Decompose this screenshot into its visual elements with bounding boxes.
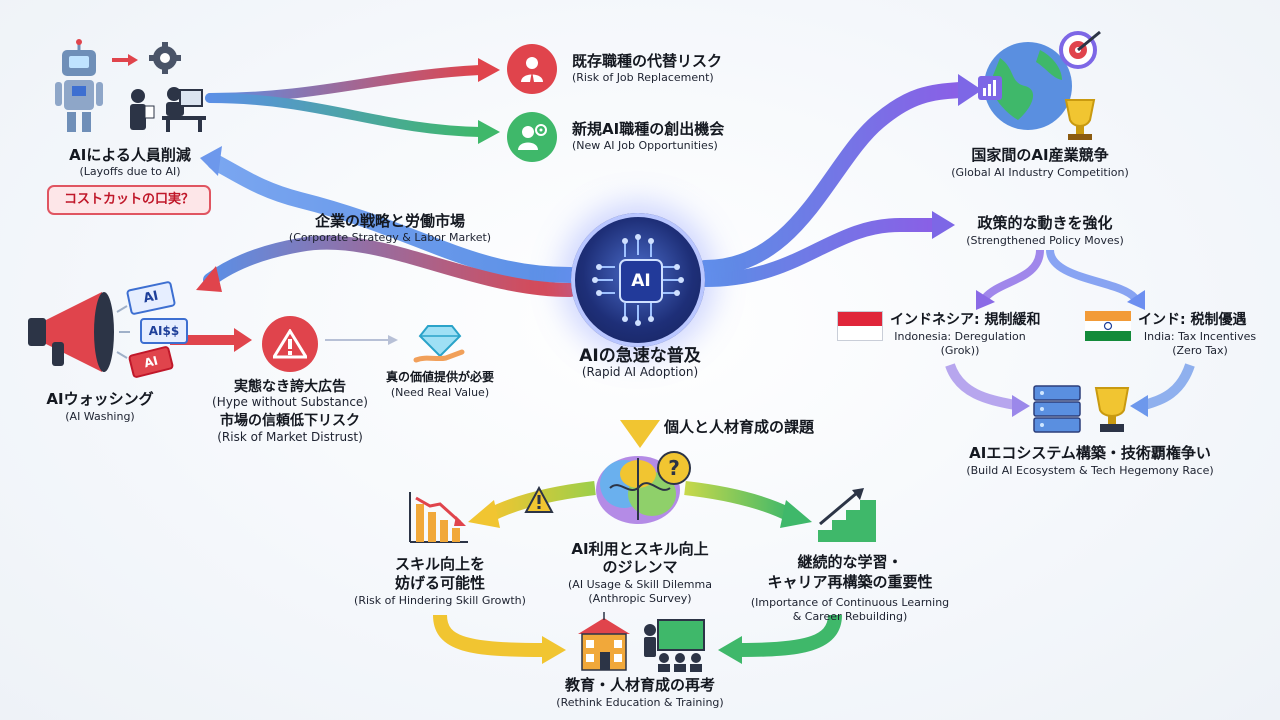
skill-risk-title: スキル向上を <box>394 555 485 573</box>
ai-chip: AI <box>619 259 663 303</box>
layoffs-title: AIによる人員削減 <box>69 146 191 164</box>
job-replacement-subtitle: (Risk of Job Replacement) <box>572 71 714 84</box>
globe-target-trophy-icon <box>978 30 1101 140</box>
dilemma-subtitle: (AI Usage & Skill Dilemma <box>568 578 712 591</box>
school-classroom-icon <box>578 612 705 672</box>
job-replacement-title: 既存職種の代替リスク <box>572 52 723 70</box>
new-jobs-subtitle: (New AI Job Opportunities) <box>572 139 718 152</box>
ecosystem-title: AIエコシステム構築・技術覇権争い <box>969 444 1211 462</box>
learning-subtitle: (Importance of Continuous Learning <box>750 596 950 609</box>
robot-replacing-worker-icon <box>55 39 206 132</box>
layoffs-subtitle: (Layoffs due to AI) <box>79 165 181 178</box>
india-note: (Zero Tax) <box>1172 344 1228 357</box>
india-title: インド: 税制優遇 <box>1138 312 1247 328</box>
indonesia-flag-icon <box>837 311 883 341</box>
policy-subtitle: (Strengthened Policy Moves) <box>966 234 1124 247</box>
washing-title: AIウォッシング <box>46 390 154 408</box>
india-subtitle: India: Tax Incentives <box>1143 330 1257 343</box>
market-distrust-subtitle: (Risk of Market Distrust) <box>217 430 363 444</box>
diamond-in-hand-icon <box>413 325 465 363</box>
indonesia-subtitle: Indonesia: Deregulation <box>894 330 1026 343</box>
washing-subtitle: (AI Washing) <box>65 410 135 423</box>
skill-risk-subtitle: (Risk of Hindering Skill Growth) <box>354 594 526 607</box>
cost-cut-pretext-badge: コストカットの口実？ <box>47 185 211 215</box>
corporate-subtitle: (Corporate Strategy & Labor Market) <box>288 231 492 244</box>
hype-subtitle: (Hype without Substance) <box>212 395 368 409</box>
indonesia-note: (Grok)) <box>940 344 980 357</box>
education-title: 教育・人材育成の再考 <box>564 676 715 694</box>
ecosystem-subtitle: (Build AI Ecosystem & Tech Hegemony Race… <box>966 464 1214 477</box>
india-flag-icon <box>1085 311 1131 341</box>
ai-worker-gears-icon <box>507 112 557 162</box>
corporate-title: 企業の戦略と労働市場 <box>314 212 465 230</box>
learning-title: 継続的な学習・ <box>797 553 903 571</box>
caution-icon <box>524 486 554 513</box>
indonesia-title: インドネシア: 規制緩和 <box>890 312 1041 328</box>
learning-title-line2: キャリア再構築の重要性 <box>767 573 933 591</box>
dilemma-title: AI利用とスキル向上 <box>571 540 709 558</box>
center-title: AIの急速な普及 <box>579 346 701 366</box>
svg-text:?: ? <box>668 456 680 480</box>
center-subtitle: (Rapid AI Adoption) <box>581 365 699 379</box>
talent-title: 個人と人材育成の課題 <box>664 418 815 436</box>
market-distrust-title: 市場の信頼低下リスク <box>220 413 360 429</box>
competition-title: 国家間のAI産業競争 <box>971 146 1109 164</box>
warning-icon <box>262 316 318 372</box>
circuit-icon <box>592 234 684 326</box>
competition-subtitle: (Global AI Industry Competition) <box>951 166 1129 179</box>
education-subtitle: (Rethink Education & Training) <box>556 696 724 709</box>
declining-chart-icon <box>409 492 468 543</box>
real-value-title: 真の価値提供が必要 <box>385 370 494 384</box>
real-value-subtitle: (Need Real Value) <box>390 386 490 399</box>
new-jobs-title: 新規AI職種の創出機会 <box>572 120 725 138</box>
worker-risk-icon <box>507 44 557 94</box>
dilemma-survey: (Anthropic Survey) <box>588 592 692 605</box>
growth-stairs-icon <box>818 488 876 542</box>
megaphone-icon <box>28 292 130 372</box>
learning-subtitle-line2: & Career Rebuilding) <box>792 610 908 623</box>
hype-title: 実態なき誇大広告 <box>234 379 346 395</box>
dilemma-title-line2: のジレンマ <box>602 558 678 576</box>
policy-title: 政策的な動きを強化 <box>977 214 1113 232</box>
ai-money-tag: AI$$ <box>140 318 188 344</box>
server-trophy-icon <box>1033 385 1130 433</box>
brain-question-icon: ? <box>596 451 691 524</box>
skill-risk-title-line2: 妨げる可能性 <box>394 574 485 592</box>
